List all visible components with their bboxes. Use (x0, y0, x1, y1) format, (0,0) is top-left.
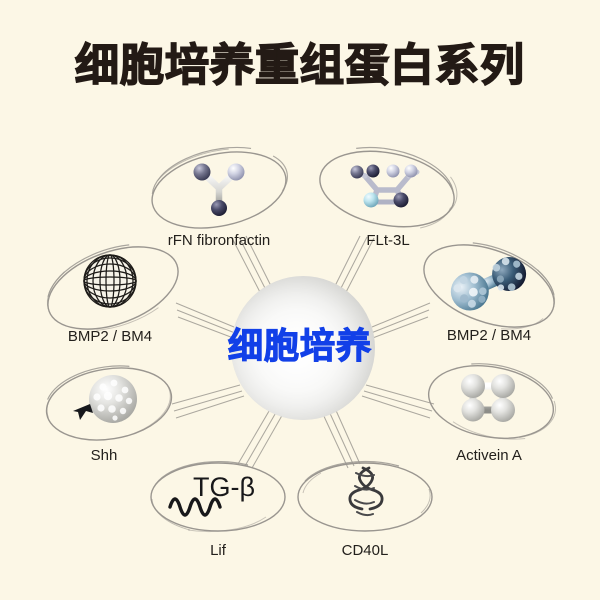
node-ellipse-shh[interactable] (41, 357, 177, 448)
square-molecule-icon (461, 374, 515, 422)
center-sphere (231, 276, 375, 420)
node-outlines (36, 136, 566, 533)
node-label-activein-a: Activein A (456, 447, 522, 464)
tgb-icon-text: TG-β (193, 472, 255, 502)
node-ellipse-lif[interactable] (150, 461, 286, 533)
node-label-flt-3l: FLt-3L (366, 232, 410, 249)
connector-lines (171, 235, 435, 469)
node-label-bmp2-bm4-right: BMP2 / BM4 (446, 327, 532, 344)
node-label-lif: Lif (210, 542, 226, 559)
node-ellipse-rfn-fibronfactin[interactable] (144, 136, 295, 239)
dumbbell-cluster-icon (450, 257, 527, 311)
helix-icon (348, 466, 384, 517)
node-ellipse-flt-3l[interactable] (313, 137, 463, 238)
node-ellipse-bmp2-bm4-left[interactable] (36, 228, 190, 347)
node-ellipse-activein-a[interactable] (423, 354, 562, 447)
node-label-shh: Shh (90, 447, 118, 464)
node-label-rfn-fibronfactin: rFN fibronfactin (167, 232, 271, 249)
node-ellipse-bmp2-bm4-right[interactable] (413, 226, 566, 343)
node-label-bmp2-bm4-left: BMP2 / BM4 (67, 328, 153, 345)
tgb-wave-icon: TG-β (168, 472, 255, 517)
wireframe-mesh-sphere-icon (83, 254, 137, 308)
node-ellipse-cd40l[interactable] (297, 460, 433, 532)
dimpled-sphere-icon (73, 375, 137, 423)
page-title: 细胞培养重组蛋白系列 (74, 40, 525, 91)
y-shaped-molecule-icon (193, 163, 245, 216)
node-label-cd40l: CD40L (341, 542, 389, 559)
ring-molecule-icon (350, 164, 420, 208)
